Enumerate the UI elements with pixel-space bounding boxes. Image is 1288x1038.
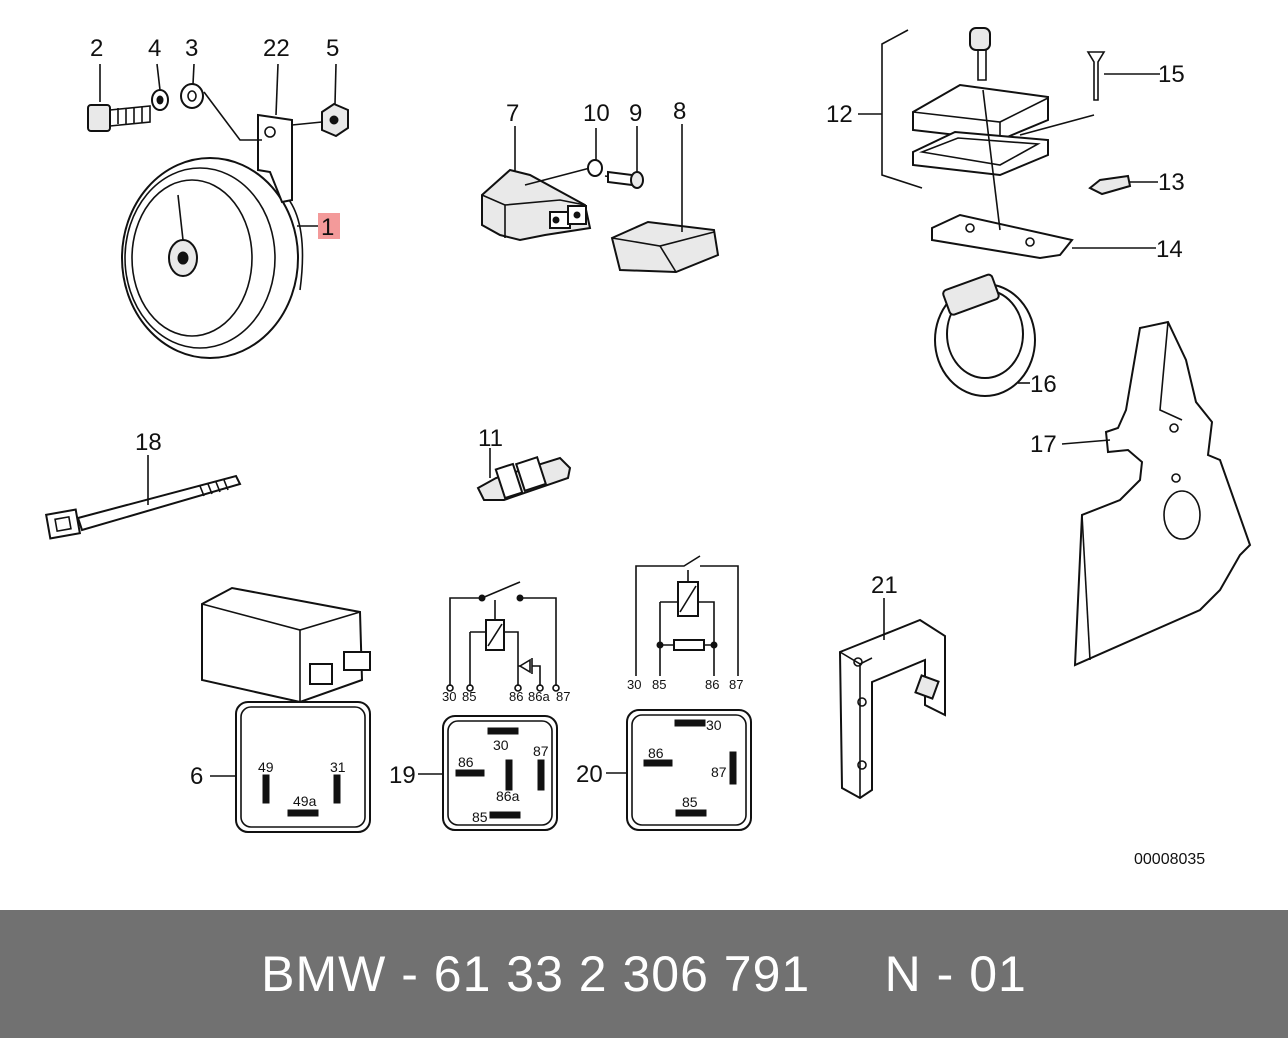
relay19-term-85: 85 — [462, 689, 476, 704]
mounting-assembly — [881, 27, 1132, 397]
relay19-term-30: 30 — [442, 689, 456, 704]
callout-22: 22 — [263, 35, 290, 62]
callout-20: 20 — [576, 761, 603, 788]
callout-11: 11 — [478, 425, 503, 452]
callout-1: 1 — [321, 214, 334, 241]
relay20-pin-30: 30 — [706, 717, 722, 733]
callout-21: 21 — [871, 572, 898, 599]
relay6-pin-49: 49 — [258, 759, 274, 775]
cable-tie — [44, 474, 242, 540]
relay19-pin-86a: 86a — [496, 788, 520, 804]
part-number-label: BMW - 61 33 2 306 791 N - 01 — [261, 946, 1027, 1002]
relay20-term-30: 30 — [627, 677, 641, 692]
callout-9: 9 — [629, 100, 642, 127]
callout-13: 13 — [1158, 169, 1185, 196]
callout-4: 4 — [148, 35, 161, 62]
callout-15: 15 — [1158, 61, 1185, 88]
bracket-21 — [838, 618, 946, 800]
relay19-term-87: 87 — [556, 689, 570, 704]
heat-shield — [1073, 320, 1252, 667]
relay6-pin-49a: 49a — [293, 793, 317, 809]
callout-6: 6 — [190, 763, 203, 790]
callout-7: 7 — [506, 100, 519, 127]
relay-6: 49 31 49a — [201, 586, 371, 833]
callout-5: 5 — [326, 35, 339, 62]
callout-19: 19 — [389, 762, 416, 789]
relay-20: 30 85 86 87 30 86 87 85 — [626, 555, 752, 831]
callout-12: 12 — [826, 101, 853, 128]
relay19-pin-87: 87 — [533, 743, 549, 759]
callout-17: 17 — [1030, 431, 1057, 458]
relay19-pin-85: 85 — [472, 809, 488, 825]
relay20-pin-86: 86 — [648, 745, 664, 761]
callout-8: 8 — [673, 98, 686, 125]
horn-assembly — [87, 83, 349, 359]
relay20-pin-87: 87 — [711, 764, 727, 780]
relay-19: 30 85 86 86a 87 30 86 87 86a 85 — [442, 581, 570, 831]
drawing-number: 00008035 — [1134, 851, 1205, 868]
callout-2: 2 — [90, 35, 103, 62]
callout-16: 16 — [1030, 371, 1057, 398]
callout-14: 14 — [1156, 236, 1183, 263]
parts-diagram: 1 2 4 3 22 5 7 10 9 8 — [44, 27, 1252, 868]
callout-1-highlight — [318, 213, 340, 239]
relay19-pin-86: 86 — [458, 754, 474, 770]
relay20-term-87: 87 — [729, 677, 743, 692]
relay19-term-86: 86 — [509, 689, 523, 704]
switch-assembly — [481, 159, 720, 274]
footer-bar: BMW - 61 33 2 306 791 N - 01 — [0, 910, 1288, 1038]
relay19-pin-30: 30 — [493, 737, 509, 753]
callout-3: 3 — [185, 35, 198, 62]
callout-18: 18 — [135, 429, 162, 456]
sensor — [476, 456, 572, 501]
relay19-term-86a: 86a — [528, 689, 550, 704]
callout-10: 10 — [583, 100, 610, 127]
relay20-pin-85: 85 — [682, 794, 698, 810]
relay6-pin-31: 31 — [330, 759, 346, 775]
relay20-term-86: 86 — [705, 677, 719, 692]
relay20-term-85: 85 — [652, 677, 666, 692]
